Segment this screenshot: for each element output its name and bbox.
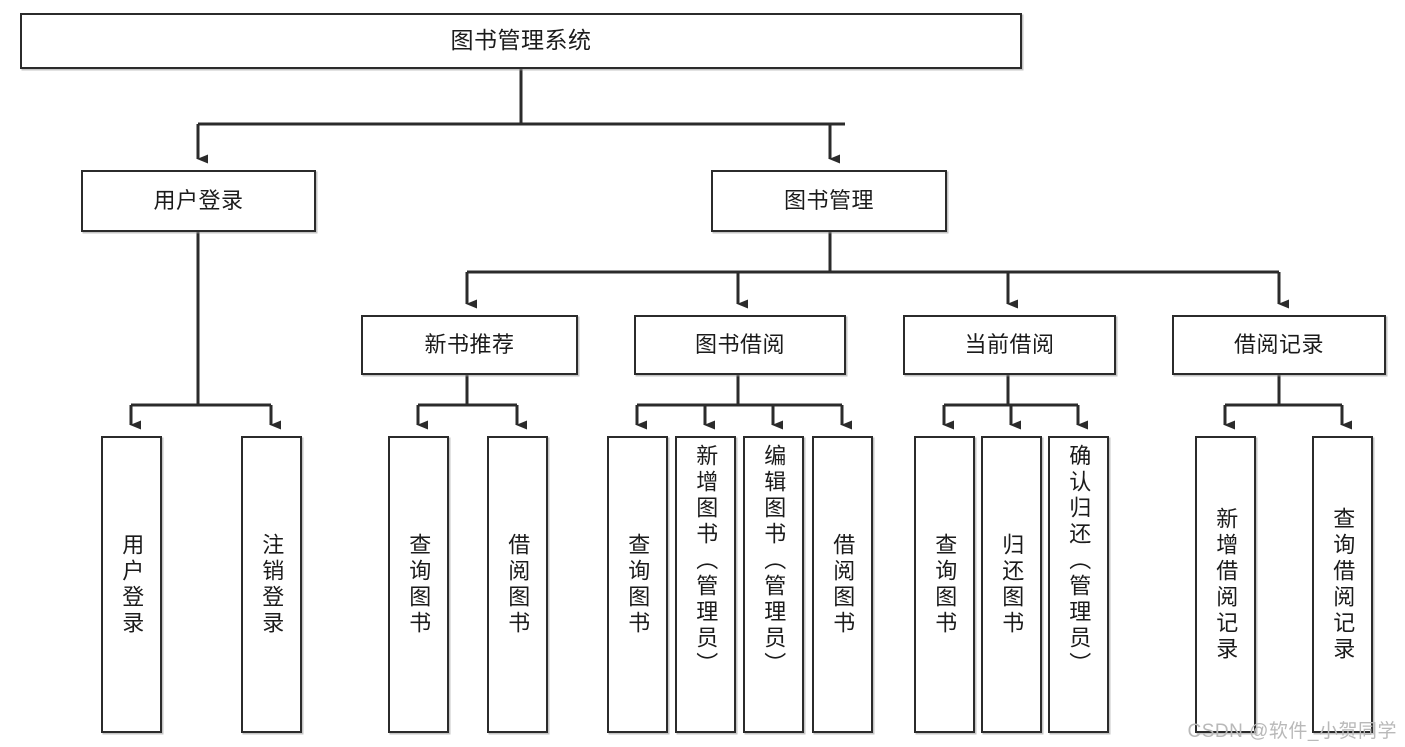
node-new-book-recommendation[interactable]: 新书推荐	[361, 315, 578, 375]
leaf-add-book-admin[interactable]: 新增图书（管理员）	[675, 436, 736, 733]
leaf-query-borrow-record[interactable]: 查询借阅记录	[1312, 436, 1373, 733]
node-label: 新增借阅记录	[1213, 506, 1239, 663]
node-current-borrowing[interactable]: 当前借阅	[903, 315, 1116, 375]
node-label: 借阅记录	[1233, 331, 1324, 357]
leaf-query-book-borrow[interactable]: 查询图书	[607, 436, 668, 733]
node-label: 归还图书	[999, 532, 1025, 637]
node-user-login[interactable]: 用户登录	[81, 170, 316, 232]
node-label: 查询借阅记录	[1330, 506, 1356, 663]
leaf-add-borrow-record[interactable]: 新增借阅记录	[1195, 436, 1256, 733]
node-label: 用户登录	[119, 532, 145, 637]
leaf-logout[interactable]: 注销登录	[241, 436, 302, 733]
node-label: 新增图书（管理员）	[693, 444, 719, 678]
node-book-borrowing[interactable]: 图书借阅	[634, 315, 846, 375]
node-borrowing-record[interactable]: 借阅记录	[1172, 315, 1386, 375]
node-label: 图书借阅	[694, 331, 785, 357]
node-label: 查询图书	[625, 532, 651, 637]
node-label: 借阅图书	[830, 532, 856, 637]
leaf-borrow-book[interactable]: 借阅图书	[812, 436, 873, 733]
leaf-edit-book-admin[interactable]: 编辑图书（管理员）	[743, 436, 804, 733]
node-label: 确认归还（管理员）	[1066, 444, 1092, 678]
node-root-book-management-system[interactable]: 图书管理系统	[20, 13, 1022, 69]
node-label: 当前借阅	[964, 331, 1055, 357]
leaf-query-book-new-recommend[interactable]: 查询图书	[388, 436, 449, 733]
leaf-query-book-current[interactable]: 查询图书	[914, 436, 975, 733]
node-label: 注销登录	[259, 532, 285, 637]
node-label: 图书管理系统	[450, 27, 592, 54]
node-label: 查询图书	[932, 532, 958, 637]
node-label: 新书推荐	[424, 331, 515, 357]
leaf-user-login[interactable]: 用户登录	[101, 436, 162, 733]
leaf-confirm-return-admin[interactable]: 确认归还（管理员）	[1048, 436, 1109, 733]
node-book-management[interactable]: 图书管理	[711, 170, 947, 232]
node-label: 编辑图书（管理员）	[761, 444, 787, 678]
leaf-borrow-book-new-recommend[interactable]: 借阅图书	[487, 436, 548, 733]
leaf-return-book[interactable]: 归还图书	[981, 436, 1042, 733]
node-label: 用户登录	[153, 187, 244, 213]
node-label: 查询图书	[406, 532, 432, 637]
node-label: 图书管理	[783, 187, 874, 213]
node-label: 借阅图书	[505, 532, 531, 637]
